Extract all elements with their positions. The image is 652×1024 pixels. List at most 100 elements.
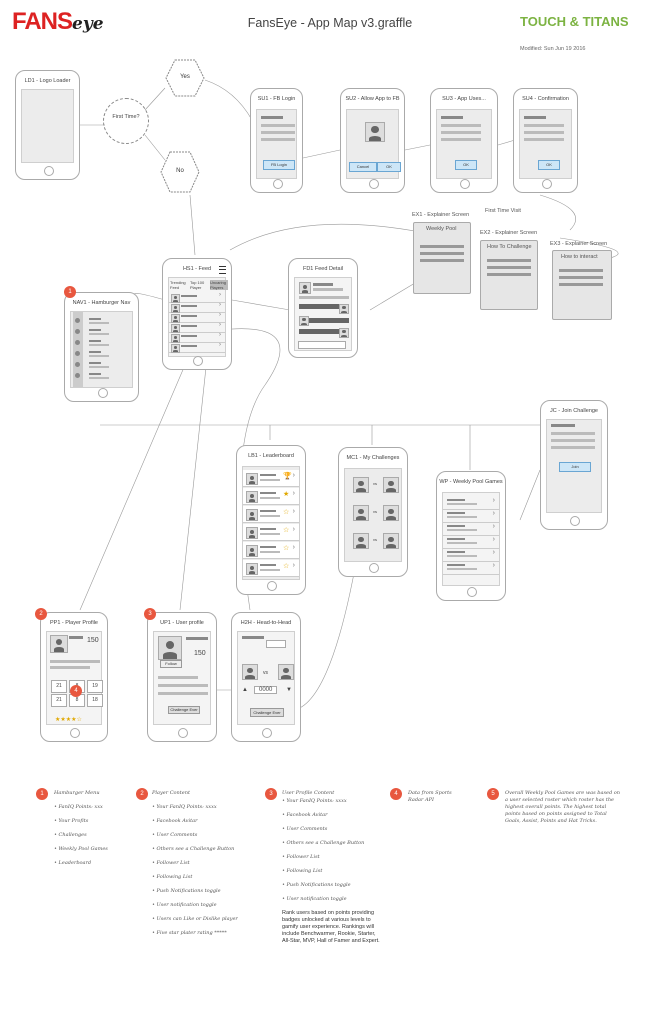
leaderboard-row[interactable]: ☆› — [243, 524, 299, 541]
note-item: • Facebook Avitar — [282, 812, 328, 818]
feed-row[interactable]: › — [169, 312, 225, 323]
screen-title: SU4 - Confirmation — [522, 96, 569, 102]
screen-jc: JC - Join Challenge Join — [540, 400, 608, 530]
pool-row[interactable]: › — [443, 536, 499, 549]
avatar — [353, 477, 369, 493]
note-item: • FanIQ Points: xxx — [54, 804, 103, 810]
screen-title: Weekly Pool — [426, 226, 457, 232]
ex3-label: EX3 - Explainer Screen — [550, 241, 608, 247]
nav-dot — [75, 340, 80, 345]
cancel-button[interactable]: Cancel — [349, 162, 377, 172]
fanseye-logo: FANSeye — [12, 8, 104, 35]
screen-nav1: NAV1 - Hamburger Nav — [64, 292, 139, 402]
nav-bar — [89, 366, 109, 368]
leaderboard-row[interactable]: ☆› — [243, 560, 299, 577]
modified-date: Modified: Sun Jun 19 2016 — [520, 46, 586, 52]
hamburger-icon[interactable] — [219, 266, 226, 274]
note-item: • Users can Like or Dislike player — [152, 916, 238, 922]
chevron-right-icon: › — [492, 510, 495, 517]
row-bar — [260, 551, 280, 553]
join-button[interactable]: Join — [559, 462, 591, 472]
feed-row[interactable]: › — [169, 342, 225, 353]
leaderboard-row[interactable]: 🏆› — [243, 470, 299, 487]
screen-ex1: Weekly Pool — [413, 222, 471, 294]
pool-row[interactable]: › — [443, 562, 499, 575]
avatar — [365, 122, 385, 142]
note-item: • Push Notifications toggle — [152, 888, 221, 894]
row-bar — [447, 555, 477, 557]
increment-icon[interactable]: ▼ — [286, 687, 292, 693]
chevron-right-icon: › — [292, 526, 295, 533]
stat-cell: 18 — [87, 694, 103, 707]
note-item: • User notification toggle — [152, 902, 217, 908]
screen-title: LD1 - Logo Loader — [24, 78, 71, 84]
ok-button[interactable]: OK — [377, 162, 401, 172]
note-item: • User notification toggle — [282, 896, 347, 902]
decrement-icon[interactable]: ▲ — [242, 687, 248, 693]
pool-row[interactable]: › — [443, 510, 499, 523]
avatar — [246, 563, 258, 575]
row-bar — [260, 564, 276, 566]
row-bar — [447, 542, 477, 544]
screen-title: How to interact — [561, 254, 598, 260]
leaderboard-row[interactable]: ★› — [243, 488, 299, 505]
note-item: • Challenges — [54, 832, 87, 838]
note-sports-radar: Data from Sports Radar API — [408, 790, 452, 803]
pool-row[interactable]: › — [443, 497, 499, 510]
feed-row[interactable]: › — [169, 302, 225, 313]
nav-bar — [89, 344, 109, 346]
ok-button[interactable]: OK — [455, 160, 477, 170]
row-bar — [181, 305, 197, 307]
screen-title: LB1 - Leaderboard — [248, 453, 294, 459]
player-score: 150 — [87, 637, 99, 644]
note-item: • Facebook Avitar — [152, 818, 198, 824]
screen-su3: SU3 - App Uses... OK — [430, 88, 498, 193]
avatar — [171, 344, 180, 353]
screen-title: SU2 - Allow App to FB — [345, 96, 400, 102]
avatar — [246, 509, 258, 521]
ex2-label: EX2 - Explainer Screen — [480, 230, 538, 236]
screen-title: UP1 - User profile — [160, 620, 204, 626]
rating-stars: ★★★★☆ — [55, 717, 82, 723]
feed-row[interactable]: › — [169, 292, 225, 303]
screen-ex2: How To Challenge — [480, 240, 538, 310]
ok-button[interactable]: OK — [538, 160, 560, 170]
screen-title: WP - Weekly Pool Games — [439, 479, 503, 485]
chevron-right-icon: › — [292, 562, 295, 569]
tab-top-100[interactable]: Top 100 Player — [190, 280, 205, 290]
feed-row[interactable]: › — [169, 332, 225, 343]
tab-uncaring[interactable]: Uncaring Players — [210, 280, 228, 290]
no-node: No — [160, 150, 200, 194]
screen-title: How To Challenge — [487, 244, 532, 250]
leaderboard-row[interactable]: ☆› — [243, 506, 299, 523]
screen-title: PP1 - Player Profile — [50, 620, 98, 626]
row-bar — [260, 528, 276, 530]
stat-cell: 19 — [87, 680, 103, 693]
note-item: • User Comments — [152, 832, 198, 838]
chevron-right-icon: › — [219, 312, 221, 318]
badge-4: 4 — [70, 685, 82, 697]
chevron-right-icon: › — [219, 302, 221, 308]
pool-row[interactable]: › — [443, 523, 499, 536]
screen-title: FD1 Feed Detail — [302, 266, 344, 272]
follow-button[interactable]: Follow — [160, 660, 182, 668]
screen-ex3: How to interact — [552, 250, 612, 320]
challenge-button[interactable]: Challenge Ever — [168, 706, 200, 714]
note-item: • User Comments — [282, 826, 328, 832]
nav-bar — [89, 333, 109, 335]
note-item: • Leaderboard — [54, 860, 92, 866]
tab-trending[interactable]: Trending Feed — [170, 280, 186, 290]
fb-login-button[interactable]: FB Login — [263, 160, 295, 170]
note-item: • Others see a Challenge Button — [282, 840, 365, 846]
chevron-right-icon: › — [492, 536, 495, 543]
avatar — [246, 491, 258, 503]
feed-row[interactable]: › — [169, 322, 225, 333]
challenge-ever-button[interactable]: Challenge Ever — [250, 708, 284, 717]
touch-titans-logo: TOUCH & TITANS — [520, 14, 629, 29]
leaderboard-row[interactable]: ☆› — [243, 542, 299, 559]
row-bar — [447, 512, 465, 514]
yes-node: Yes — [165, 58, 205, 98]
screen-fd1: FD1 Feed Detail — [288, 258, 358, 358]
row-bar — [260, 479, 280, 481]
pool-row[interactable]: › — [443, 549, 499, 562]
